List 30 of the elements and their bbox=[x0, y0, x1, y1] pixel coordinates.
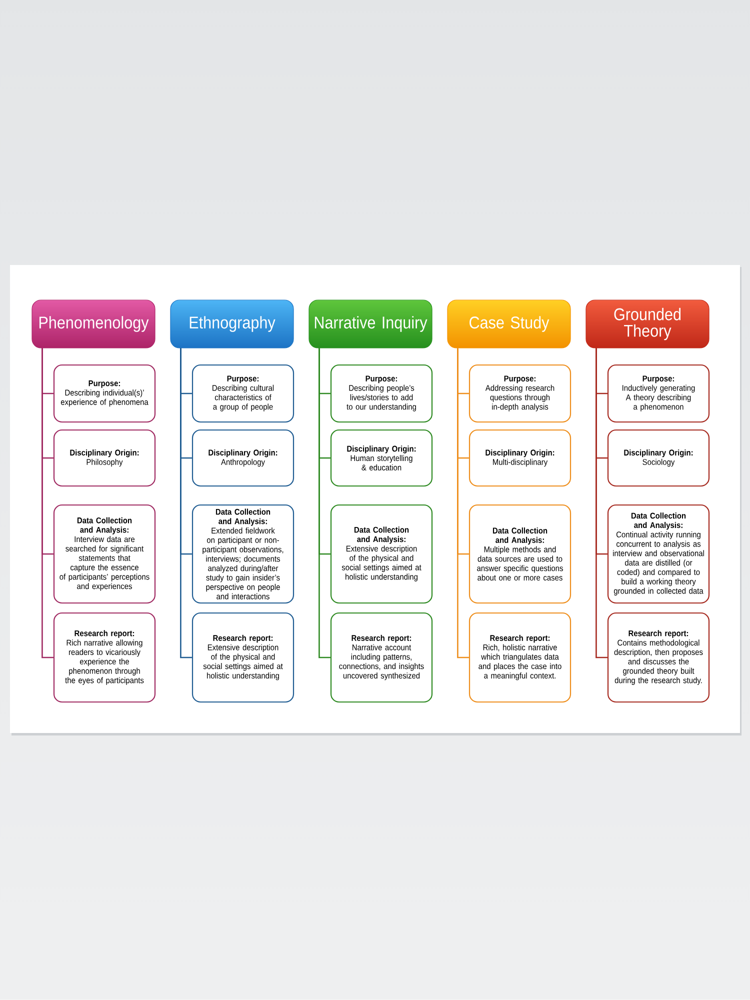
info-box: Disciplinary Origin: Multi-disciplinary bbox=[468, 429, 572, 487]
info-box: Disciplinary Origin: Sociology bbox=[607, 429, 710, 487]
info-box: Disciplinary Origin: Human storytelling & education bbox=[330, 429, 433, 487]
info-box: Research report: Rich, holistic narrative which triangulates data and places the case into a meaningful context. bbox=[468, 612, 572, 703]
method-header: Phenomenology bbox=[32, 300, 156, 348]
info-box: Research report: Rich narrative allowing readers to vicariously experience the phenomenon through the eyes of participants bbox=[53, 612, 156, 703]
method-header: Grounded Theory bbox=[586, 300, 710, 348]
info-box: Data Collection and Analysis: Continual activity running concurrent to analysis as interview and observational data are distilled (or coded) and compared to build a working theory grounded in collected data bbox=[607, 504, 710, 604]
method-header: Ethnography bbox=[170, 300, 294, 348]
info-box: Data Collection and Analysis: Multiple methods and data sources are used to answer specific questions about one or more cases bbox=[468, 504, 572, 604]
info-box: Research report: Contains methodological description, then proposes and discusses the grounded theory built during the research study. bbox=[607, 612, 710, 703]
info-box: Data Collection and Analysis: Extended fieldwork on participant or non-participant observations, interviews; documents analyzed during/after study to gain insider’s perspective on people and interactions bbox=[192, 504, 294, 604]
info-box: Purpose: Addressing research questions through in-depth analysis bbox=[468, 364, 572, 423]
connector-line bbox=[42, 348, 54, 658]
info-box: Disciplinary Origin: Philosophy bbox=[53, 429, 156, 487]
info-box: Purpose: Inductively generating A theory describing a phenomenon bbox=[607, 364, 710, 423]
info-box: Purpose: Describing cultural characteristics of a group of people bbox=[192, 364, 294, 423]
info-box: Purpose: Describing individual(s)’ experience of phenomena bbox=[53, 364, 156, 423]
info-box: Research report: Narrative account including patterns, connections, and insights uncovered synthesized bbox=[330, 612, 433, 703]
method-header: Case Study bbox=[447, 300, 571, 348]
info-box: Data Collection and Analysis: Interview data are searched for significant statements that capture the essence of participants’ perceptions and experiences bbox=[53, 504, 156, 604]
info-box: Disciplinary Origin: Anthropology bbox=[192, 429, 294, 487]
connector-line bbox=[596, 348, 608, 658]
info-box: Purpose: Describing people’s lives/stories to add to our understanding bbox=[330, 364, 433, 423]
connector-line bbox=[457, 348, 469, 658]
connector-line bbox=[318, 348, 330, 658]
connector-line bbox=[180, 348, 192, 658]
info-box: Research report: Extensive description of the physical and social settings aimed at holistic understanding bbox=[192, 612, 294, 703]
info-box: Data Collection and Analysis: Extensive description of the physical and social settings aimed at holistic understanding bbox=[330, 504, 433, 604]
method-header: Narrative Inquiry bbox=[308, 300, 432, 348]
